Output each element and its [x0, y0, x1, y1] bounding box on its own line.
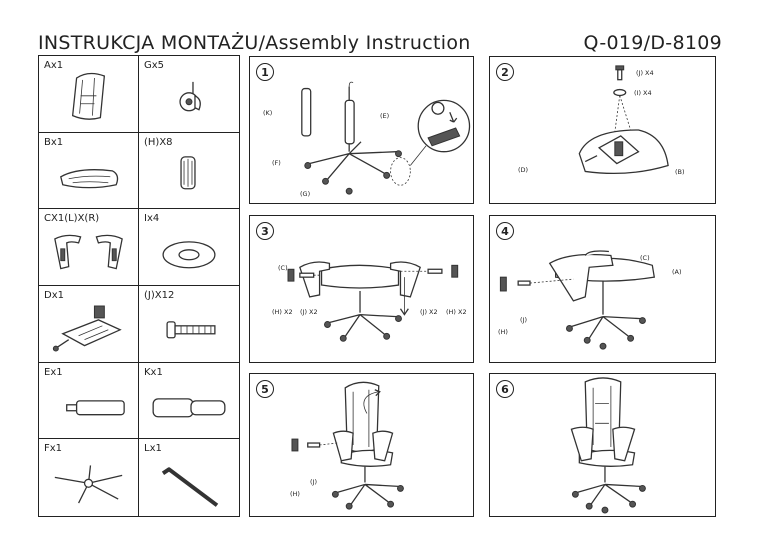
mechanism-icon — [52, 305, 122, 352]
callout-k: (K) — [263, 109, 273, 117]
callout-a: (A) — [672, 268, 682, 276]
part-label: (H)X8 — [144, 136, 173, 148]
step-6-drawing — [570, 377, 646, 514]
part-backrest: Ax1 — [39, 56, 139, 133]
step-number-badge: 3 — [256, 222, 274, 240]
callout-c: (C) — [278, 264, 288, 272]
step-number-badge: 1 — [256, 63, 274, 81]
step-number-badge: 6 — [496, 380, 514, 398]
document-title: INSTRUKCJA MONTAŻU/Assembly Instruction — [38, 32, 471, 54]
step-5-drawing — [291, 381, 404, 510]
callout-h: (H) — [290, 490, 300, 498]
backrest-icon — [71, 72, 106, 120]
callout-j: (J) — [310, 478, 317, 486]
step-number-badge: 2 — [496, 63, 514, 81]
callout-h-left: (H) X2 — [272, 308, 293, 316]
step-6-panel: 6 — [489, 373, 716, 517]
seat-icon — [60, 168, 119, 188]
armrests-icon — [54, 235, 123, 270]
hex-key-icon — [161, 467, 219, 508]
part-label: Gx5 — [144, 60, 165, 71]
part-lift-cover: Kx1 — [139, 363, 239, 440]
callout-c: (C) — [640, 254, 650, 262]
part-star-base: Fx1 — [39, 439, 139, 516]
step-1-panel: 1 (K) (E) (F) (G) — [249, 56, 474, 204]
step-2-panel: 2 (J) X4 (I) X4 (D) (B) — [489, 56, 716, 204]
bolt-icon — [166, 321, 216, 339]
washer-icon — [162, 241, 216, 269]
part-caster: Gx5 — [139, 56, 239, 133]
callout-j: (J) — [520, 316, 527, 324]
part-washer: Ix4 — [139, 209, 239, 286]
part-label: Dx1 — [44, 289, 64, 301]
part-cap: (H)X8 — [139, 133, 239, 210]
caster-icon — [179, 81, 201, 112]
part-gas-lift: Ex1 — [39, 362, 139, 440]
step-number-badge: 5 — [256, 380, 274, 398]
callout-h: (H) — [498, 328, 508, 336]
step-4-panel: 4 (C) (A) (H) (J) — [489, 215, 716, 363]
part-label: Ix4 — [144, 213, 160, 225]
callout-d: (D) — [518, 166, 529, 174]
callout-g: (G) — [300, 190, 311, 198]
part-label: Ex1 — [44, 366, 63, 378]
gas-lift-icon — [66, 399, 125, 415]
part-label: CX1(L)X(R) — [44, 213, 100, 225]
callout-f: (F) — [272, 159, 281, 167]
lift-cover-icon — [152, 397, 226, 418]
part-bolt: (J)X12 — [139, 286, 239, 363]
part-seat: Bx1 — [39, 132, 139, 210]
step-3-panel: 3 (C) (H) X2 (J) X2 (J) X2 (H) X2 — [249, 215, 474, 363]
part-label: Bx1 — [44, 136, 64, 148]
step-5-panel: 5 (H) (J) — [249, 373, 474, 517]
part-label: Fx1 — [44, 443, 63, 455]
callout-j-left: (J) X2 — [300, 308, 318, 316]
star-base-icon — [54, 465, 123, 504]
part-hex-key: Lx1 — [139, 439, 239, 516]
step-number-badge: 4 — [496, 222, 514, 240]
part-label: Ax1 — [44, 60, 64, 71]
model-number: Q-019/D-8109 — [583, 32, 722, 54]
part-label: (J)X12 — [144, 289, 175, 301]
step-2-drawing — [578, 65, 669, 175]
part-label: Lx1 — [144, 443, 162, 455]
parts-list: Ax1 Gx5 Bx1 (H)X8 CX1(L)X(R) — [38, 55, 240, 517]
step-4-drawing — [499, 250, 656, 350]
part-label: Kx1 — [144, 366, 163, 378]
callout-j-right: (J) X2 — [420, 308, 438, 316]
part-armrests: CX1(L)X(R) — [39, 209, 139, 286]
callout-e: (E) — [380, 112, 390, 120]
part-mechanism: Dx1 — [39, 285, 139, 363]
callout-b: (B) — [675, 168, 685, 176]
callout-j: (J) X4 — [636, 69, 654, 77]
callout-h-right: (H) X2 — [446, 308, 467, 316]
callout-i: (I) X4 — [634, 89, 652, 97]
step-3-drawing — [287, 261, 459, 342]
cap-icon — [180, 155, 196, 190]
step-1-drawing — [301, 81, 471, 195]
